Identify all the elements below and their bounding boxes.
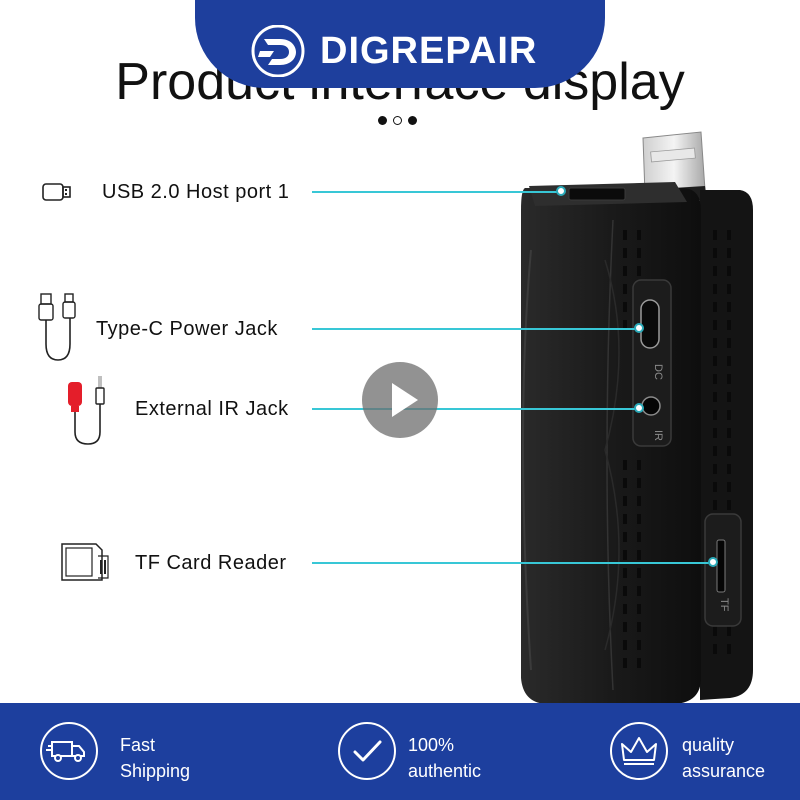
hdmi-stick-device: DC IR TF [521,131,753,704]
callout-line-tf [312,562,712,564]
carousel-dot[interactable] [378,116,387,125]
footer-label-quality-2: assurance [682,761,766,781]
callout-marker-typec [634,323,644,333]
carousel-dot[interactable] [408,116,417,125]
callout-line-usb [312,191,558,193]
footer-label-quality-1: quality [682,735,735,755]
authentic-badge [338,722,396,780]
callout-line-ir [312,408,636,410]
play-video-button[interactable] [362,362,438,438]
crown-icon [621,737,657,765]
port-label-tf: TF Card Reader [135,552,287,574]
port-label-usb: USB 2.0 Host port 1 [102,181,290,203]
dc-port-label: DC [652,364,664,380]
callout-marker-usb [556,186,566,196]
ir-port-label: IR [652,430,664,441]
brand-logo-icon [251,25,305,77]
brand-name: DIGREPAIR [320,30,538,72]
brand-header [195,0,605,88]
footer-label-authentic-2: authentic [408,761,482,781]
fast-shipping-badge [40,722,98,780]
port-label-typec: Type-C Power Jack [96,318,278,340]
port-label-ir: External IR Jack [135,398,289,420]
carousel-dot-active[interactable] [393,116,402,125]
callout-marker-tf [708,557,718,567]
footer-label-authentic-1: 100% [408,735,455,755]
footer-label-shipping-2: Shipping [120,761,191,781]
callout-marker-ir [634,403,644,413]
play-icon [392,383,418,417]
quality-badge [610,722,668,780]
carousel-dots[interactable] [378,116,417,125]
delivery-truck-icon [46,741,85,762]
ir-cable-icon [68,376,105,445]
footer-label-shipping-1: Fast [120,735,156,755]
usb-stick-icon [42,183,71,201]
callout-line-typec [312,328,636,330]
sd-card-icon [61,543,109,581]
checkmark-icon [353,740,382,762]
tf-port-label: TF [718,598,730,612]
usb-cable-icon [38,293,76,361]
